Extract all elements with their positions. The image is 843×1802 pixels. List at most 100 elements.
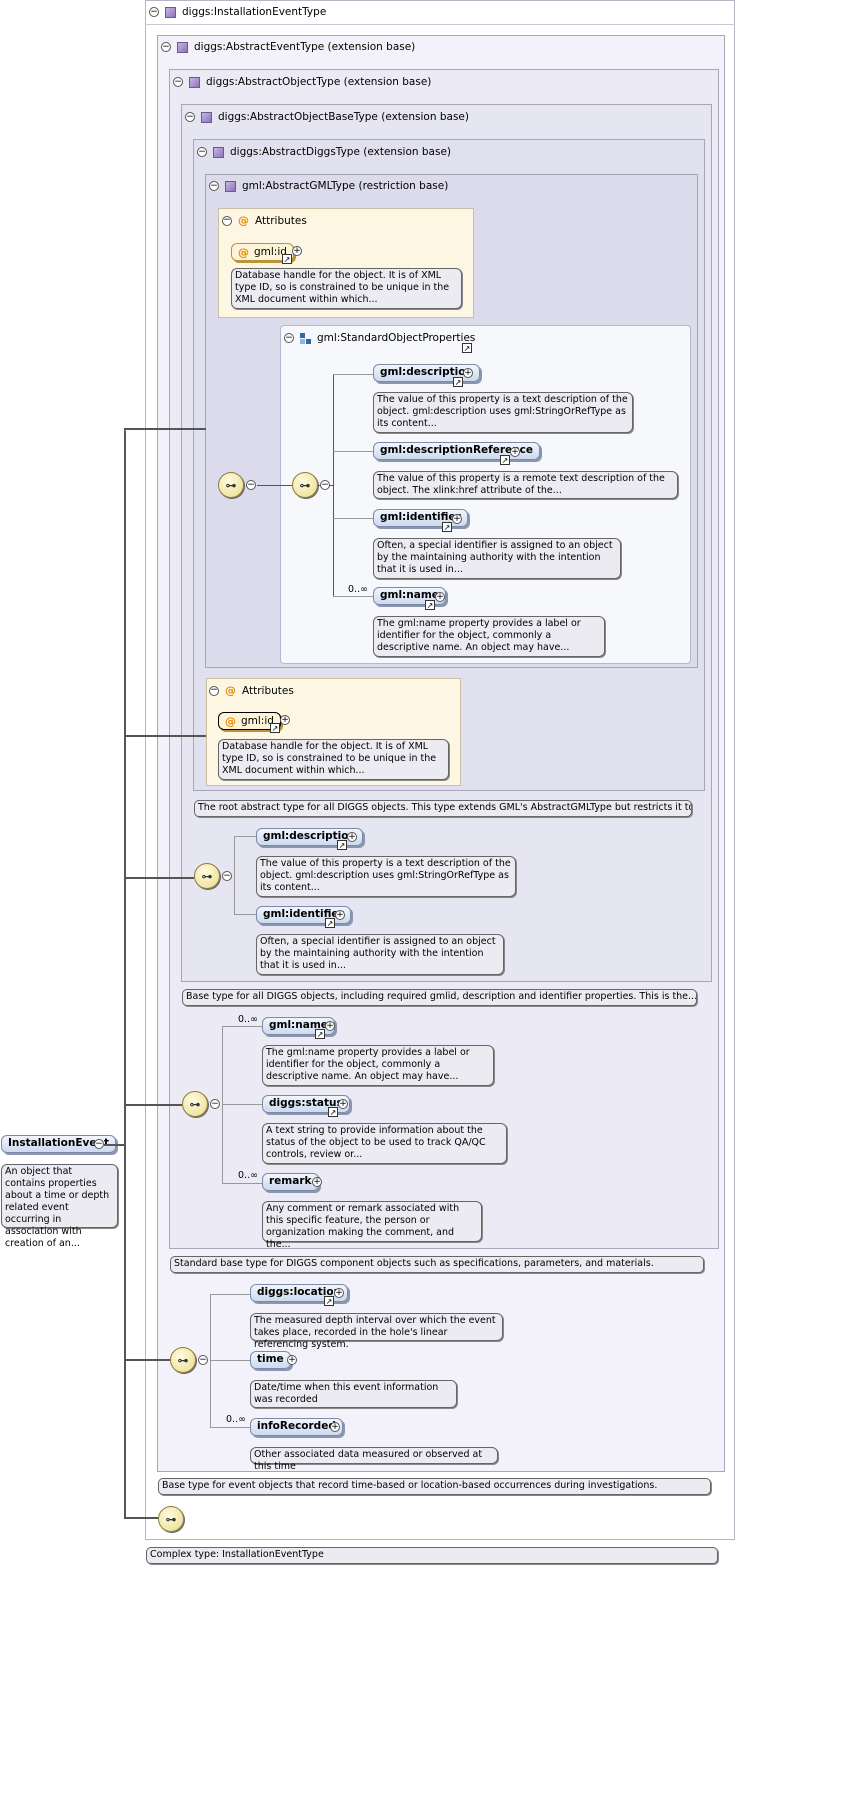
link-icon[interactable]: ↗	[315, 1029, 325, 1039]
group-header[interactable]: − gml:StandardObjectProperties	[284, 332, 475, 344]
complex-type-icon	[177, 41, 188, 53]
collapse-toggle-icon[interactable]: −	[320, 479, 330, 490]
connector	[333, 451, 373, 452]
connector	[124, 1359, 170, 1361]
attribute-icon: @	[238, 245, 249, 259]
connector	[333, 374, 373, 375]
expand-icon[interactable]: +	[280, 715, 290, 725]
complex-type-icon	[201, 111, 212, 123]
element-info-recorded[interactable]: infoRecorded	[250, 1418, 343, 1436]
collapse-toggle-icon[interactable]: −	[198, 1354, 208, 1365]
collapse-toggle-icon[interactable]: −	[209, 180, 219, 191]
link-icon[interactable]: ↗	[282, 254, 292, 264]
sequence-compositor[interactable]: ⊶	[182, 1091, 208, 1117]
root-element-installation-event[interactable]: InstallationEvent	[1, 1135, 116, 1153]
complex-type-icon	[213, 146, 224, 158]
connector	[333, 374, 334, 596]
expand-icon[interactable]: +	[312, 1177, 322, 1187]
connector	[104, 1144, 124, 1146]
attribute-name: gml:id	[241, 715, 274, 727]
box-title: diggs:AbstractDiggsType (extension base)	[230, 146, 452, 158]
expand-icon[interactable]: +	[463, 368, 473, 378]
occurrence-label: 0..∞	[348, 584, 368, 595]
element-description: The value of this property is a text des…	[256, 856, 516, 897]
collapse-toggle-icon[interactable]: −	[222, 870, 232, 881]
connector	[124, 428, 206, 430]
element-remark[interactable]: remark	[262, 1173, 319, 1191]
collapse-toggle-icon[interactable]: −	[94, 1138, 104, 1149]
sequence-compositor[interactable]: ⊶	[158, 1506, 184, 1532]
link-icon[interactable]: ↗	[453, 377, 463, 387]
attributes-header[interactable]: − @ Attributes	[222, 214, 307, 227]
element-time[interactable]: time	[250, 1351, 291, 1369]
sequence-compositor[interactable]: ⊶	[218, 472, 244, 498]
type-documentation: Base type for all DIGGS objects, includi…	[182, 989, 697, 1006]
sequence-compositor[interactable]: ⊶	[170, 1347, 196, 1373]
link-icon[interactable]: ↗	[500, 455, 510, 465]
occurrence-label: 0..∞	[238, 1170, 258, 1181]
link-icon[interactable]: ↗	[425, 600, 435, 610]
link-icon[interactable]: ↗	[442, 522, 452, 532]
connector	[124, 1517, 158, 1519]
sequence-icon: ⊶	[165, 1512, 177, 1526]
collapse-toggle-icon[interactable]: −	[210, 1098, 220, 1109]
attribute-gml-id[interactable]: @ gml:id	[231, 243, 294, 261]
expand-icon[interactable]: +	[292, 246, 302, 256]
link-icon[interactable]: ↗	[462, 343, 472, 353]
group-icon	[300, 332, 311, 344]
collapse-toggle-icon[interactable]: −	[185, 111, 195, 122]
collapse-toggle-icon[interactable]: −	[284, 332, 294, 343]
element-description: The measured depth interval over which t…	[250, 1313, 503, 1350]
collapse-toggle-icon[interactable]: −	[161, 41, 171, 52]
box-title: diggs:AbstractObjectType (extension base…	[206, 76, 432, 88]
element-gml-description-reference[interactable]: gml:descriptionReference	[373, 442, 540, 460]
expand-icon[interactable]: +	[510, 447, 520, 457]
link-icon[interactable]: ↗	[324, 1296, 334, 1306]
link-icon[interactable]: ↗	[337, 840, 347, 850]
occurrence-label: 0..∞	[226, 1414, 246, 1425]
expand-icon[interactable]: +	[452, 514, 462, 524]
collapse-toggle-icon[interactable]: −	[209, 685, 219, 696]
sequence-icon: ⊶	[299, 478, 311, 492]
sequence-icon: ⊶	[201, 869, 213, 883]
link-icon[interactable]: ↗	[270, 723, 280, 733]
attributes-header[interactable]: − @ Attributes	[209, 684, 294, 697]
group-title: gml:StandardObjectProperties	[317, 332, 476, 344]
element-diggs-status[interactable]: diggs:status	[262, 1095, 350, 1113]
expand-icon[interactable]: +	[335, 910, 345, 920]
collapse-toggle-icon[interactable]: −	[149, 6, 159, 17]
expand-icon[interactable]: +	[325, 1021, 335, 1031]
abstract-object-base-type-header[interactable]: − diggs:AbstractObjectBaseType (extensio…	[185, 111, 469, 123]
sequence-compositor[interactable]: ⊶	[194, 863, 220, 889]
expand-icon[interactable]: +	[330, 1422, 340, 1432]
abstract-diggs-type-header[interactable]: − diggs:AbstractDiggsType (extension bas…	[197, 146, 451, 158]
attribute-gml-id[interactable]: @ gml:id	[218, 712, 281, 730]
expand-icon[interactable]: +	[435, 592, 445, 602]
collapse-toggle-icon[interactable]: −	[246, 479, 256, 490]
connector	[234, 836, 235, 914]
sequence-compositor[interactable]: ⊶	[292, 472, 318, 498]
element-description: A text string to provide information abo…	[262, 1123, 507, 1164]
connector	[222, 1026, 262, 1027]
collapse-toggle-icon[interactable]: −	[197, 146, 207, 157]
element-description: Date/time when this event information wa…	[250, 1380, 457, 1408]
element-gml-description[interactable]: gml:description	[256, 828, 363, 846]
expand-icon[interactable]: +	[338, 1099, 348, 1109]
abstract-gml-type-header[interactable]: − gml:AbstractGMLType (restriction base)	[209, 180, 448, 192]
link-icon[interactable]: ↗	[328, 1107, 338, 1117]
link-icon[interactable]: ↗	[325, 918, 335, 928]
installation-event-type-header[interactable]: − diggs:InstallationEventType	[149, 6, 326, 18]
collapse-toggle-icon[interactable]: −	[173, 76, 183, 87]
element-description: Other associated data measured or observ…	[250, 1447, 498, 1472]
element-description: Often, a special identifier is assigned …	[256, 934, 504, 975]
expand-icon[interactable]: +	[334, 1288, 344, 1298]
element-diggs-location[interactable]: diggs:location	[250, 1284, 349, 1302]
abstract-object-type-header[interactable]: − diggs:AbstractObjectType (extension ba…	[173, 76, 431, 88]
collapse-toggle-icon[interactable]: −	[222, 215, 232, 226]
expand-icon[interactable]: +	[287, 1355, 297, 1365]
type-documentation: The root abstract type for all DIGGS obj…	[194, 800, 692, 817]
abstract-event-type-header[interactable]: − diggs:AbstractEventType (extension bas…	[161, 41, 415, 53]
expand-icon[interactable]: +	[347, 832, 357, 842]
sequence-icon: ⊶	[189, 1097, 201, 1111]
attributes-label: Attributes	[242, 684, 294, 697]
